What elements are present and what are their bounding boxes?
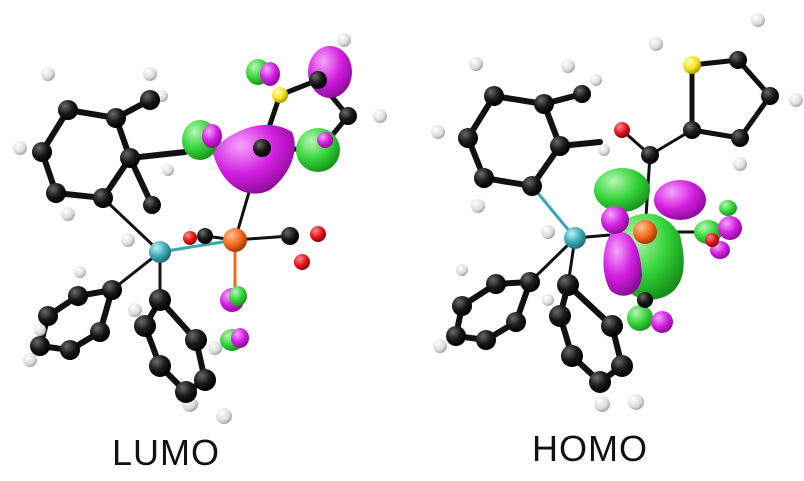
- lumo-molecule-illustration: [13, 33, 387, 424]
- lumo-caption: LUMO: [112, 432, 221, 473]
- homo-caption: HOMO: [532, 428, 648, 469]
- homo-molecule-illustration: [431, 13, 803, 412]
